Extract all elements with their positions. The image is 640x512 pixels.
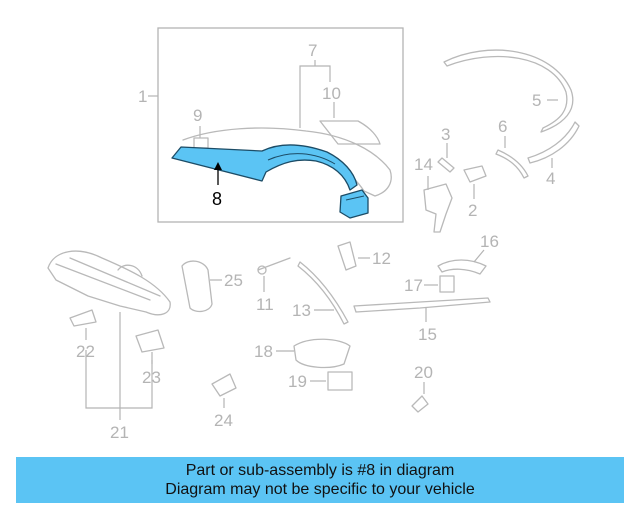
callout-6: 6 xyxy=(498,117,507,136)
part-3-bolt xyxy=(437,157,455,173)
callout-24: 24 xyxy=(214,411,233,430)
part-20-hook xyxy=(411,395,429,413)
part-24-latch xyxy=(211,373,237,397)
part-14-hinge xyxy=(423,183,453,233)
callout-19: 19 xyxy=(288,372,307,391)
part-21-wind-deflector xyxy=(47,250,171,316)
part-18-pad xyxy=(293,338,351,369)
callout-16: 16 xyxy=(480,232,499,251)
assembly-frame xyxy=(157,27,404,223)
banner-line-2: Diagram may not be specific to your vehi… xyxy=(165,481,475,498)
callout-12: 12 xyxy=(372,249,391,268)
part-8-hinge-bracket xyxy=(339,189,369,219)
info-banner: Part or sub-assembly is #8 in diagram Di… xyxy=(16,457,624,503)
callout-11: 11 xyxy=(256,295,274,314)
callout-20: 20 xyxy=(414,363,433,382)
part-2-pivot xyxy=(463,165,487,183)
part-23-bracket xyxy=(135,329,165,353)
callout-2: 2 xyxy=(468,201,477,220)
part-16-trim xyxy=(437,259,487,275)
part-4-weatherstrip xyxy=(527,121,580,164)
callout-13: 13 xyxy=(292,301,311,320)
callout-17: 17 xyxy=(404,276,423,295)
callout-25: 25 xyxy=(224,271,243,290)
part-13-strip xyxy=(297,261,349,325)
callout-1: 1 xyxy=(138,87,147,106)
callout-23: 23 xyxy=(142,368,161,387)
part-9-bracket xyxy=(193,137,209,149)
part-25-cover xyxy=(181,260,213,313)
part-5-weatherstrip xyxy=(443,49,574,133)
callout-21: 21 xyxy=(110,423,129,442)
callout-15: 15 xyxy=(418,325,437,344)
callout-3: 3 xyxy=(441,125,450,144)
part-11-clip xyxy=(257,265,267,275)
part-17-clip xyxy=(439,275,455,293)
callout-4: 4 xyxy=(546,169,555,188)
part-15-rod xyxy=(353,297,491,313)
part-12-bracket xyxy=(337,241,357,271)
part-6-seal xyxy=(495,149,529,179)
callout-18: 18 xyxy=(254,342,273,361)
banner-line-1: Part or sub-assembly is #8 in diagram xyxy=(185,462,455,479)
part-8-front-bow xyxy=(171,144,358,191)
rear-window xyxy=(319,120,381,145)
callout-9: 9 xyxy=(193,106,202,125)
part-22-mount xyxy=(69,309,97,327)
callout-8: 8 xyxy=(212,189,222,209)
callout-10: 10 xyxy=(322,84,341,103)
part-19-block xyxy=(327,371,353,391)
callout-22: 22 xyxy=(76,342,95,361)
callout-5: 5 xyxy=(532,91,541,110)
callout-14: 14 xyxy=(414,155,433,174)
callout-7: 7 xyxy=(308,41,317,60)
part-11-cable xyxy=(257,257,291,271)
